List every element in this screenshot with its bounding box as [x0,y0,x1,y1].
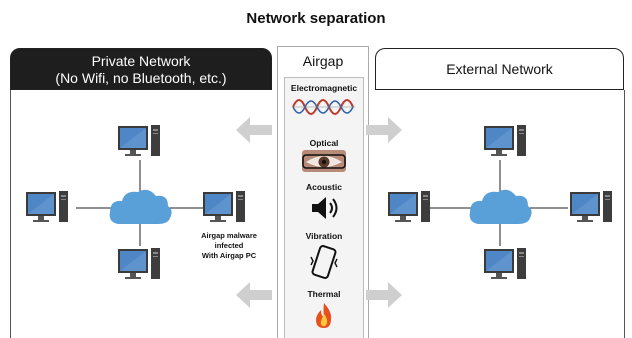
computer-icon [26,191,68,222]
channel-label-acoustic: Acoustic [306,182,342,192]
infected-note-line1: Airgap malware [201,231,257,240]
diagram-title: Network separation [246,10,386,27]
airgap-column: Airgap Electromagnetic Optical Acoustic [277,46,369,338]
arrow-right-icon [366,282,402,308]
computer-icon [484,125,526,156]
computer-icon [118,248,160,279]
computer-icon [388,191,430,222]
phone-vibrate-icon [310,245,338,279]
speaker-icon [312,197,338,219]
infected-note-line3: With Airgap PC [201,251,257,260]
external-network-devices [388,125,612,279]
external-network-header: External Network [375,48,624,90]
channel-label-thermal: Thermal [307,289,341,299]
private-network-title: Private Network [91,53,191,69]
arrow-left-icon [236,282,272,308]
private-network-links [76,160,203,246]
airgap-channels-panel: Electromagnetic Optical Acoustic Vibra [284,77,364,338]
computer-icon [484,248,526,279]
channel-label-optical: Optical [309,138,339,148]
channel-label-electromagnetic: Electromagnetic [290,83,358,93]
infected-computer-icon [203,191,245,222]
cloud-icon [469,189,532,224]
arrow-left-icon [236,117,272,143]
private-network-border [10,90,11,338]
infected-pc-note: Airgap malware infected With Airgap PC [190,231,268,261]
flame-icon [316,303,332,328]
infected-note-line2: infected [214,241,244,250]
computer-icon [570,191,612,222]
private-network-subtitle: (No Wifi, no Bluetooth, etc.) [55,70,227,86]
cloud-icon [109,189,172,224]
computer-icon [118,125,160,156]
private-network-header: Private Network (No Wifi, no Bluetooth, … [10,48,272,90]
channel-label-vibration: Vibration [305,231,343,241]
eye-icon [302,150,346,172]
external-network-title: External Network [446,61,553,77]
external-network-links [428,160,568,246]
arrow-right-icon [366,117,402,143]
wave-icon [292,99,355,115]
airgap-label: Airgap [302,53,344,69]
external-network-border [624,90,625,338]
